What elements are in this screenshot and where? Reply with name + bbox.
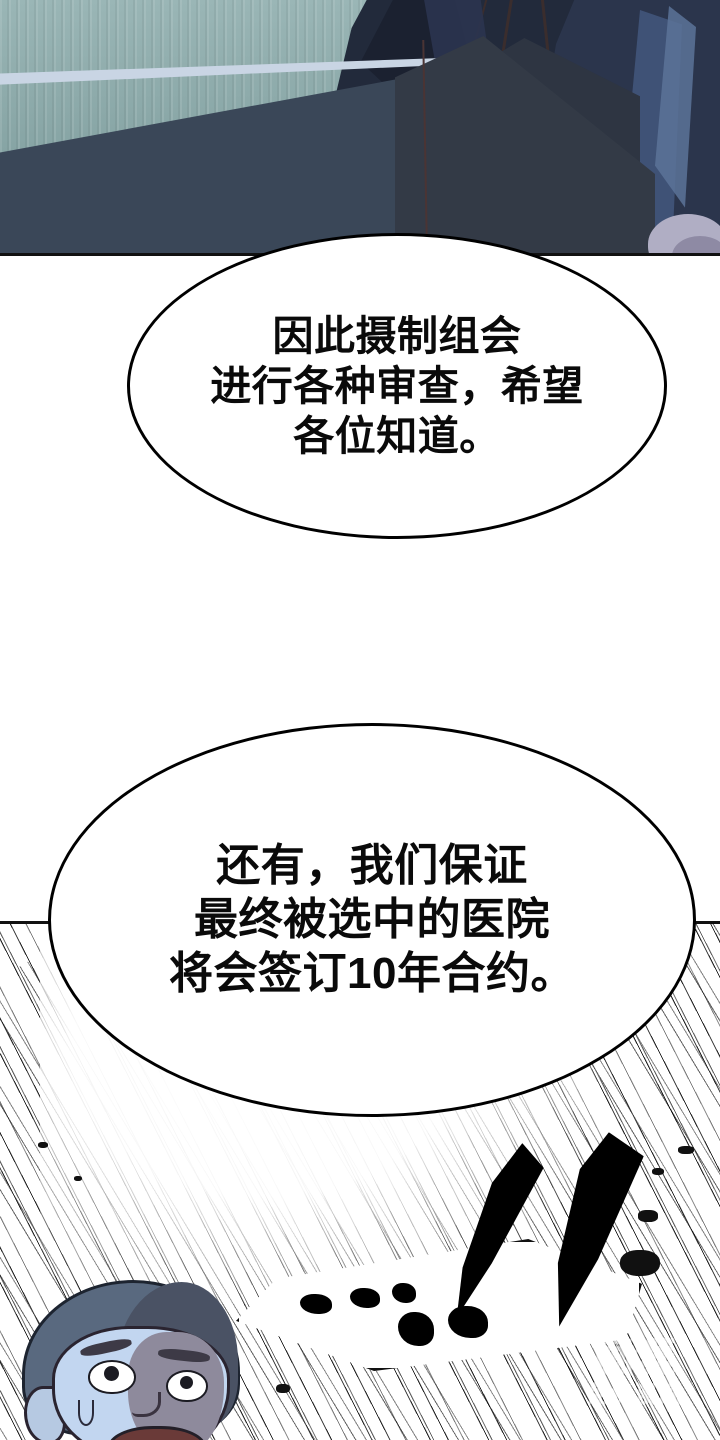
sweat-drop-icon: [78, 1400, 94, 1426]
shocked-character-face: [8, 1280, 248, 1440]
ink-speck: [74, 1176, 82, 1181]
ink-speck: [38, 1142, 48, 1148]
panel-press-conference: [0, 0, 720, 256]
pupil-left: [104, 1366, 119, 1381]
ink-blob: [620, 1250, 660, 1276]
ink-speck: [678, 1146, 694, 1154]
nose: [132, 1392, 161, 1417]
eye-left: [88, 1360, 136, 1394]
ink-speck: [652, 1168, 664, 1175]
hand-shadow: [672, 236, 720, 253]
ink-speck: [276, 1384, 290, 1393]
speech-bubble-1: 因此摄制组会 进行各种审查，希望 各位知道。: [127, 233, 667, 539]
document-text-mark: [448, 1306, 488, 1338]
document-text-mark: [392, 1283, 416, 1303]
document-text-mark: [350, 1288, 380, 1308]
eye-right: [166, 1370, 208, 1402]
speech-bubble-1-text: 因此摄制组会 进行各种审查，希望 各位知道。: [210, 312, 584, 459]
pupil-right: [180, 1376, 193, 1389]
speech-bubble-2: 还有，我们保证 最终被选中的医院 将会签订10年合约。: [48, 723, 696, 1117]
document-text-mark: [398, 1312, 434, 1346]
ink-speck: [638, 1210, 658, 1222]
document-text-mark: [300, 1294, 332, 1314]
speech-bubble-2-text: 还有，我们保证 最终被选中的医院 将会签订10年合约。: [169, 841, 575, 998]
